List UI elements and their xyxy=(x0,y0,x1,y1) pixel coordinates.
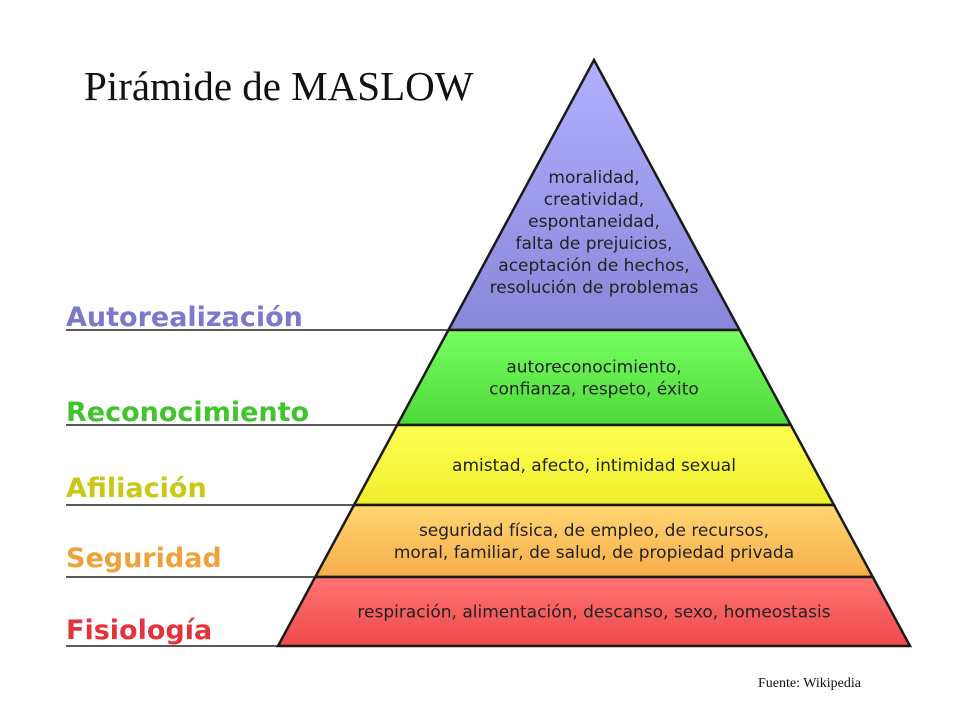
band-text-line: amistad, afecto, intimidad sexual xyxy=(452,456,736,476)
level-label-2: Reconocimiento xyxy=(66,397,309,428)
level-label-5: Fisiología xyxy=(66,615,212,646)
band-text-4: seguridad física, de empleo, de recursos… xyxy=(394,521,794,563)
band-text-line: moral, familiar, de salud, de propiedad … xyxy=(394,543,794,563)
band-text-line: resolución de problemas xyxy=(490,278,699,298)
pyramid-band-4 xyxy=(313,503,875,579)
band-text-line: espontaneidad, xyxy=(528,212,660,232)
pyramid-band-2 xyxy=(395,328,793,427)
band-text-line: aceptación de hechos, xyxy=(498,256,689,276)
band-text-line: falta de prejuicios, xyxy=(515,234,672,254)
pyramid-band-5 xyxy=(275,575,913,648)
band-text-line: autoreconocimiento, xyxy=(506,358,681,378)
source-note: Fuente: Wikipedia xyxy=(758,676,861,691)
band-text-3: amistad, afecto, intimidad sexual xyxy=(452,456,736,476)
band-text-line: moralidad, xyxy=(548,168,639,188)
band-text-1: moralidad,creatividad,espontaneidad,falt… xyxy=(490,168,699,298)
band-text-line: seguridad física, de empleo, de recursos… xyxy=(419,521,769,541)
band-text-5: respiración, alimentación, descanso, sex… xyxy=(357,603,830,623)
band-text-line: confianza, respeto, éxito xyxy=(489,380,699,400)
level-label-1: Autorealización xyxy=(66,302,303,333)
level-label-4: Seguridad xyxy=(66,543,222,574)
band-text-line: creatividad, xyxy=(544,190,644,210)
level-label-3: Afiliación xyxy=(66,473,207,504)
page-title: Pirámide de MASLOW xyxy=(84,63,474,109)
band-text-line: respiración, alimentación, descanso, sex… xyxy=(357,603,830,623)
band-text-2: autoreconocimiento,confianza, respeto, é… xyxy=(489,358,699,400)
